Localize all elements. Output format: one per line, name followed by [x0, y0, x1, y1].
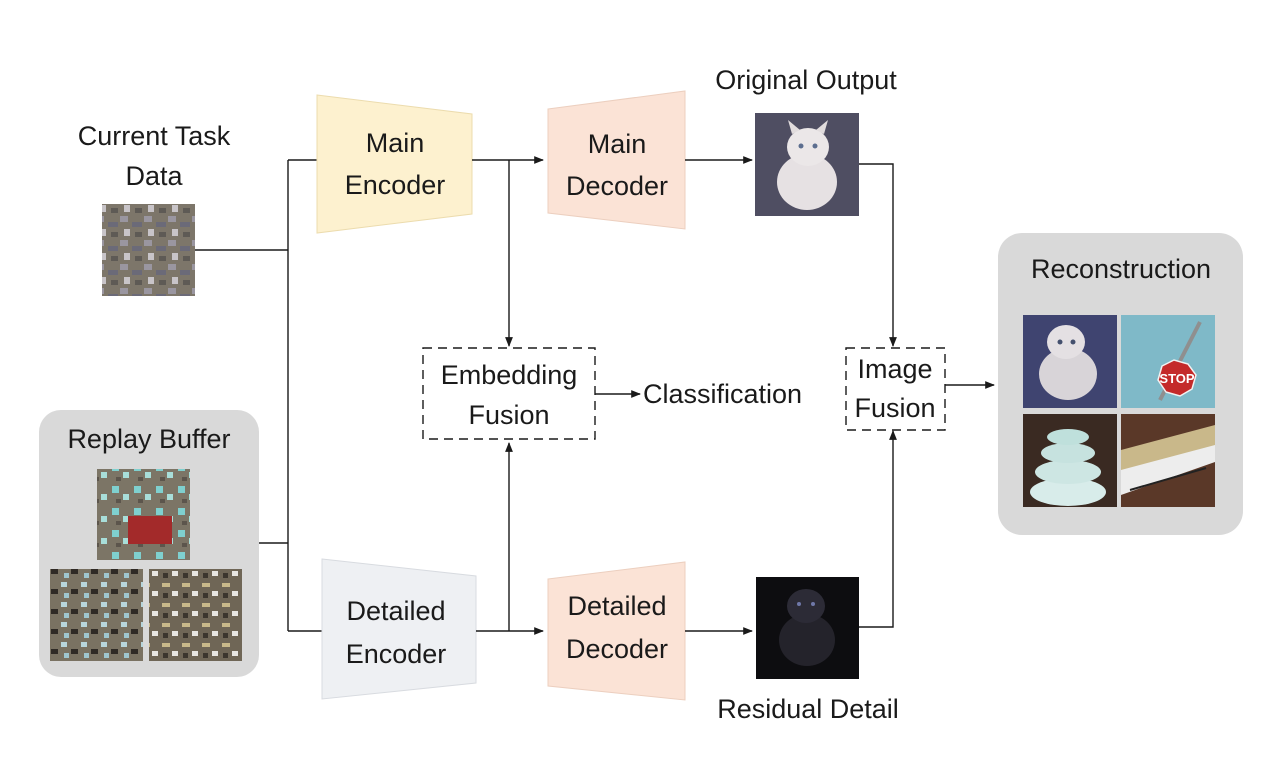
replay-image-1	[97, 469, 190, 560]
classification-label: Classification	[643, 379, 802, 409]
embedding-fusion-label-line2: Fusion	[468, 400, 549, 430]
arrow-residual-to-image-fusion	[859, 430, 897, 628]
image-fusion-label-line1: Image	[857, 354, 932, 384]
reconstruction-label: Reconstruction	[1031, 254, 1211, 284]
main-decoder-label-line2: Decoder	[566, 171, 668, 201]
residual-detail-label: Residual Detail	[717, 694, 899, 724]
main-encoder-label-line1: Main	[366, 128, 425, 158]
main-encoder-label-line2: Encoder	[345, 170, 446, 200]
arrow-original-to-image-fusion	[859, 163, 897, 347]
replay-image-1-red-patch	[128, 516, 172, 544]
current-task-label-line1: Current Task	[78, 121, 231, 151]
residual-detail-image	[756, 577, 859, 679]
detailed-decoder-label-line2: Decoder	[566, 634, 668, 664]
reconstruction-image-kitten	[1023, 315, 1117, 408]
detailed-encoder-label-line2: Encoder	[346, 639, 447, 669]
reconstruction-image-stop-sign: STOP	[1121, 315, 1215, 408]
main-decoder-label-line1: Main	[588, 129, 647, 159]
image-fusion-box	[845, 347, 946, 431]
detailed-decoder-label-line1: Detailed	[567, 591, 666, 621]
embedding-fusion-label-line1: Embedding	[441, 360, 578, 390]
original-output-image	[755, 113, 859, 216]
detailed-encoder-block	[321, 558, 477, 700]
main-decoder-block	[547, 90, 686, 230]
original-output-label: Original Output	[715, 65, 897, 95]
current-task-image	[102, 204, 195, 296]
replay-image-2	[50, 569, 143, 661]
detailed-encoder-label-line1: Detailed	[346, 596, 445, 626]
image-fusion-label-line2: Fusion	[854, 393, 935, 423]
detailed-decoder-block	[547, 561, 686, 701]
main-encoder-block	[316, 94, 473, 234]
replay-image-3	[149, 569, 242, 661]
stop-sign-text: STOP	[1159, 371, 1194, 386]
current-task-label-line2: Data	[125, 161, 183, 191]
replay-buffer-label: Replay Buffer	[67, 424, 230, 454]
embedding-fusion-box	[422, 347, 596, 440]
reconstruction-image-piano	[1121, 414, 1215, 507]
reconstruction-image-bowls	[1023, 414, 1117, 507]
